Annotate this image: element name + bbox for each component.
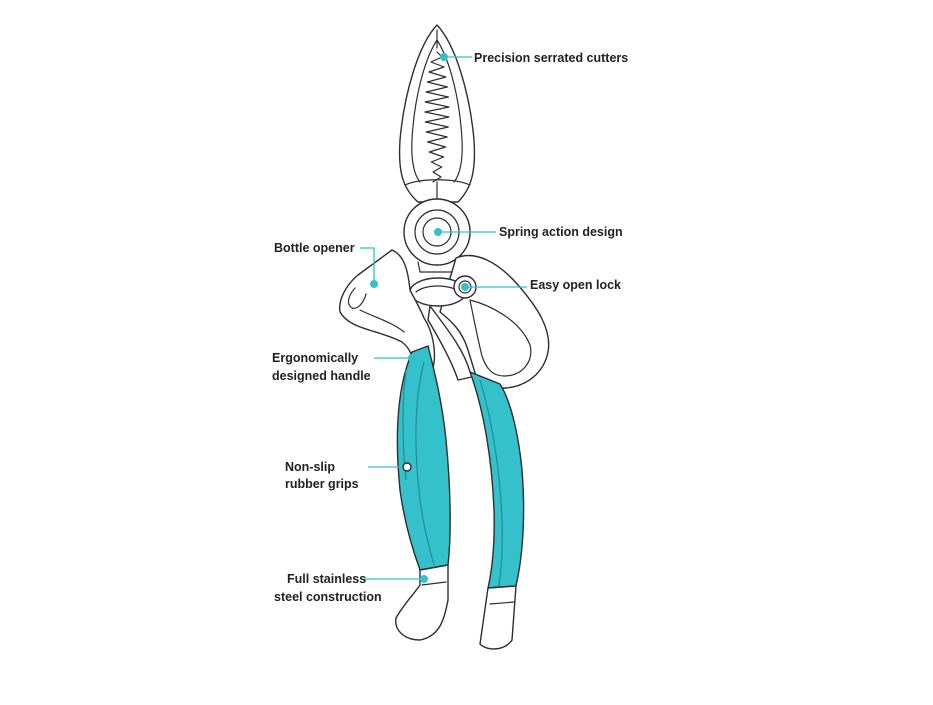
- label-full-stainless-steel-construction: Full stainless steel construction: [274, 572, 382, 604]
- right-rubber-grip: [427, 305, 525, 650]
- label-bottle-opener: Bottle opener: [274, 241, 355, 255]
- label-easy-open-lock: Easy open lock: [530, 278, 621, 292]
- label-spring-action-design: Spring action design: [499, 225, 623, 239]
- callout-leaders: [360, 53, 527, 583]
- leader-dot-lock: [461, 283, 469, 291]
- leader-dot-grips: [402, 462, 412, 472]
- leader-dot-handle: [408, 354, 416, 362]
- leader-dot-spring: [434, 228, 442, 236]
- leader-dot-steel: [420, 575, 428, 583]
- leader-opener: [360, 247, 375, 284]
- serrated-blades: [398, 24, 476, 203]
- label-precision-serrated-cutters: Precision serrated cutters: [474, 51, 628, 65]
- label-non-slip-rubber-grips: Non-slip rubber grips: [285, 460, 359, 491]
- leader-dot-cutters: [440, 53, 448, 61]
- left-rubber-grip: [395, 345, 451, 641]
- label-ergonomically-designed-handle: Ergonomically designed handle: [272, 351, 371, 383]
- leader-dot-opener: [370, 280, 378, 288]
- callout-labels: Precision serrated cutters Spring action…: [272, 51, 628, 604]
